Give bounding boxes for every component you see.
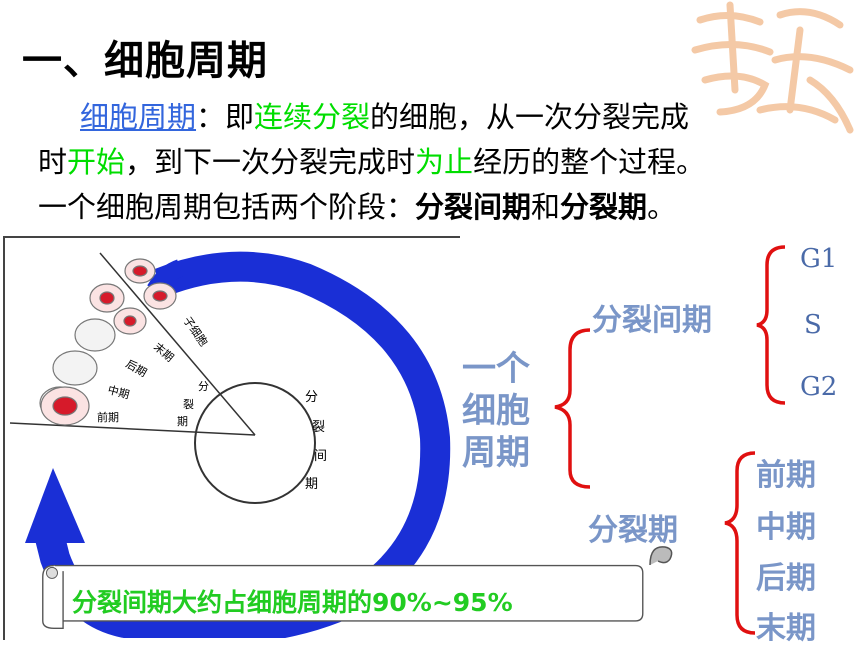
interphase-char: 期 (305, 477, 318, 492)
note-scroll (42, 564, 644, 629)
stage-prophase: 前期 (756, 458, 816, 493)
cycle-arrow-head (25, 468, 85, 543)
page-title: 一、细胞周期 (22, 38, 268, 84)
interphase-char: 裂 (312, 420, 325, 435)
brace-interphase (756, 245, 786, 405)
root-line: 一个 (462, 349, 530, 389)
hierarchy-braces (554, 245, 786, 635)
note-text: 分裂间期大约占细胞周期的90%~95% (72, 588, 513, 617)
brace-mitosis (724, 451, 756, 635)
bold-term: 分裂期 (560, 190, 648, 224)
definition-line-1: 细胞周期：即连续分裂的细胞，从一次分裂完成 (80, 98, 689, 136)
sector-label-char: 裂 (183, 398, 194, 411)
interphase-char: 分 (305, 390, 318, 405)
text: 。 (647, 190, 677, 224)
text: 一个细胞周期包括两个阶段： (38, 190, 416, 224)
sector-label-char: 分 (198, 380, 209, 393)
interphase-char: 间 (314, 449, 327, 464)
label-daughter-cell: 子细胞 (181, 314, 211, 348)
decorative-calligraphy: 吉祥 (691, 1, 854, 141)
highlight: 连续分裂 (254, 100, 371, 134)
note-scroll-curl (649, 546, 673, 566)
highlight: 为止 (415, 145, 474, 179)
cell-cycle-diagram-frame (3, 236, 460, 640)
bold-term: 分裂间期 (415, 190, 532, 224)
text: 时 (38, 145, 68, 179)
text: 和 (531, 190, 561, 224)
stage-anaphase: 后期 (756, 561, 816, 596)
cell-stages (39, 258, 177, 426)
root-line: 周期 (462, 433, 530, 473)
hierarchy-root: 一个 细胞 周期 (462, 348, 530, 474)
root-line: 细胞 (462, 391, 530, 431)
text: ，到下一次分裂完成时 (125, 145, 416, 179)
highlight: 开始 (67, 145, 126, 179)
term-link[interactable]: 细胞周期 (80, 100, 197, 134)
stage-s: S (804, 310, 822, 340)
text: 的细胞，从一次分裂完成 (370, 100, 690, 134)
text: 经历的整个过程。 (473, 145, 706, 179)
label-prophase: 前期 (97, 410, 119, 424)
cell-cycle-diagram: 子细胞 末期 后期 中期 前期 分 裂 期 分 裂 间 期 (9, 251, 451, 638)
inner-circle (194, 382, 316, 504)
decoration-text: 吉祥 (780, 138, 782, 141)
sector-line (9, 422, 256, 436)
definition-line-2: 时开始，到下一次分裂完成时为止经历的整个过程。 (38, 143, 705, 181)
stage-metaphase: 中期 (756, 510, 816, 545)
stage-g1: G1 (800, 244, 838, 274)
label-metaphase: 中期 (106, 383, 131, 401)
stage-telophase: 末期 (756, 611, 816, 646)
stage-g2: G2 (800, 372, 838, 402)
brace-root (554, 328, 591, 489)
label-telophase: 末期 (151, 340, 177, 365)
sector-label-char: 期 (177, 415, 188, 428)
interphase-node: 分裂间期 (592, 303, 712, 338)
label-anaphase: 后期 (124, 357, 150, 379)
text: ：即 (196, 100, 255, 134)
cycle-arrow (35, 251, 451, 638)
mitosis-node: 分裂期 (588, 513, 678, 548)
definition-line-3: 一个细胞周期包括两个阶段：分裂间期和分裂期。 (38, 188, 676, 226)
sector-line (99, 252, 256, 436)
